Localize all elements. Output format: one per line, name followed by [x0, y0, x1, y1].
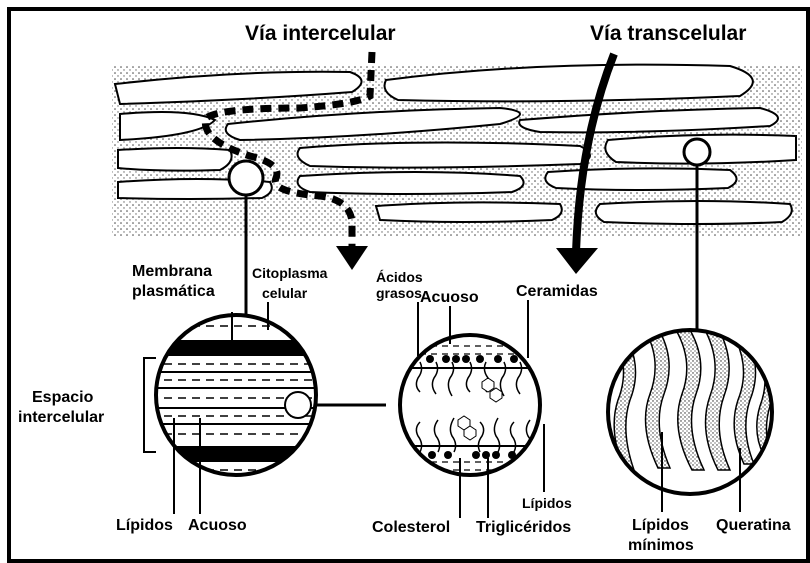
label-plasma-membrane-1: Membrana: [132, 263, 212, 280]
label-ceramides: Ceramidas: [516, 283, 598, 300]
transcellular-route-title: Vía transcelular: [590, 22, 746, 45]
intercellular-space-bracket: [144, 358, 156, 452]
label-intercellular-space-1: Espacio: [32, 389, 94, 406]
label-lipids-mid: Lípidos: [522, 495, 572, 511]
label-triglycerides: Triglicéridos: [476, 519, 571, 536]
label-cytoplasm-2: celular: [262, 285, 308, 301]
label-aqueous-mid: Acuoso: [420, 289, 479, 306]
transcellular-zoom-circle: [606, 328, 775, 496]
intercellular-route-title: Vía intercelular: [245, 22, 396, 45]
label-fatty-acids-1: Ácidos: [376, 269, 423, 285]
label-minimal-lipids-2: mínimos: [628, 537, 694, 554]
label-cholesterol: Colesterol: [372, 519, 450, 536]
label-minimal-lipids-1: Lípidos: [632, 517, 689, 534]
label-keratin: Queratina: [716, 517, 791, 534]
label-fatty-acids-2: grasos: [376, 285, 422, 301]
label-cytoplasm-1: Citoplasma: [252, 265, 328, 281]
zoom-marker-right: [684, 139, 710, 165]
lipid-bilayer-zoom-circle: [398, 334, 542, 478]
label-aqueous-left: Acuoso: [188, 517, 247, 534]
label-intercellular-space-2: intercelular: [18, 409, 104, 426]
intercellular-arrowhead: [336, 246, 368, 270]
label-plasma-membrane-2: plasmática: [132, 283, 215, 300]
label-lipids-left: Lípidos: [116, 517, 173, 534]
intercellular-zoom-circle: [150, 310, 386, 480]
zoom-marker-left: [229, 161, 263, 195]
transcellular-arrowhead: [556, 248, 598, 274]
